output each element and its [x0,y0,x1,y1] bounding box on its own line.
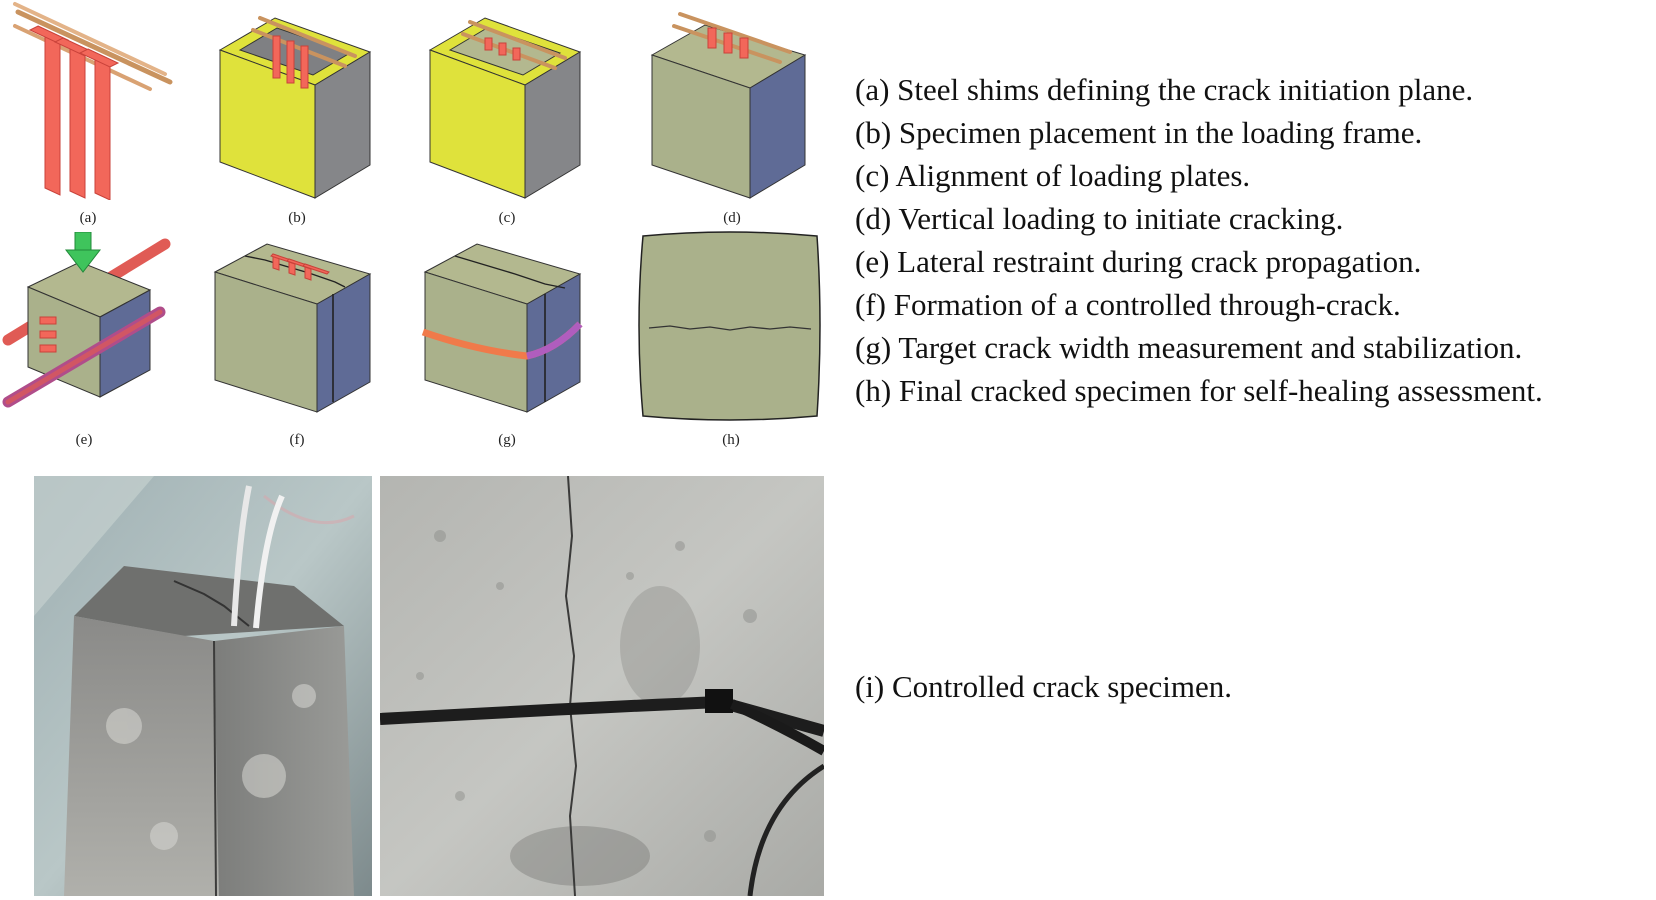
caption-e: (e) Lateral restraint during crack propa… [855,244,1422,279]
caption-d: (d) Vertical loading to initiate crackin… [855,201,1344,236]
panel-c-frame-diagram [428,17,582,199]
panel-c-label: (c) [498,210,516,226]
caption-i: (i) Controlled crack specimen. [855,669,1233,704]
panel-b-frame-diagram [218,16,372,199]
panel-g-label: (g) [498,432,516,448]
caption-h: (h) Final cracked specimen for self-heal… [855,373,1543,408]
panel-e-label: (e) [75,432,93,448]
panel-a-label: (a) [79,210,97,226]
caption-b: (b) Specimen placement in the loading fr… [855,115,1423,150]
panel-a-shims-diagram [13,2,173,200]
panel-f-crack-diagram [213,243,372,413]
panel-h-label: (h) [722,432,740,448]
photo-cube-specimen [34,476,372,896]
panel-e-loading-diagram [2,232,171,408]
panel-f-label: (f) [289,432,305,448]
panel-b-label: (b) [288,210,306,226]
caption-f: (f) Formation of a controlled through-cr… [855,287,1401,322]
panel-g-measurement-diagram [421,243,583,413]
caption-a: (a) Steel shims defining the crack initi… [855,72,1474,107]
panel-d-cube-diagram [650,12,807,199]
panel-h-final-specimen-diagram [638,231,821,421]
photo-face-with-cable-tie [380,476,824,896]
caption-g: (g) Target crack width measurement and s… [855,330,1523,365]
caption-c: (c) Alignment of loading plates. [855,158,1251,193]
panel-d-label: (d) [723,210,741,226]
